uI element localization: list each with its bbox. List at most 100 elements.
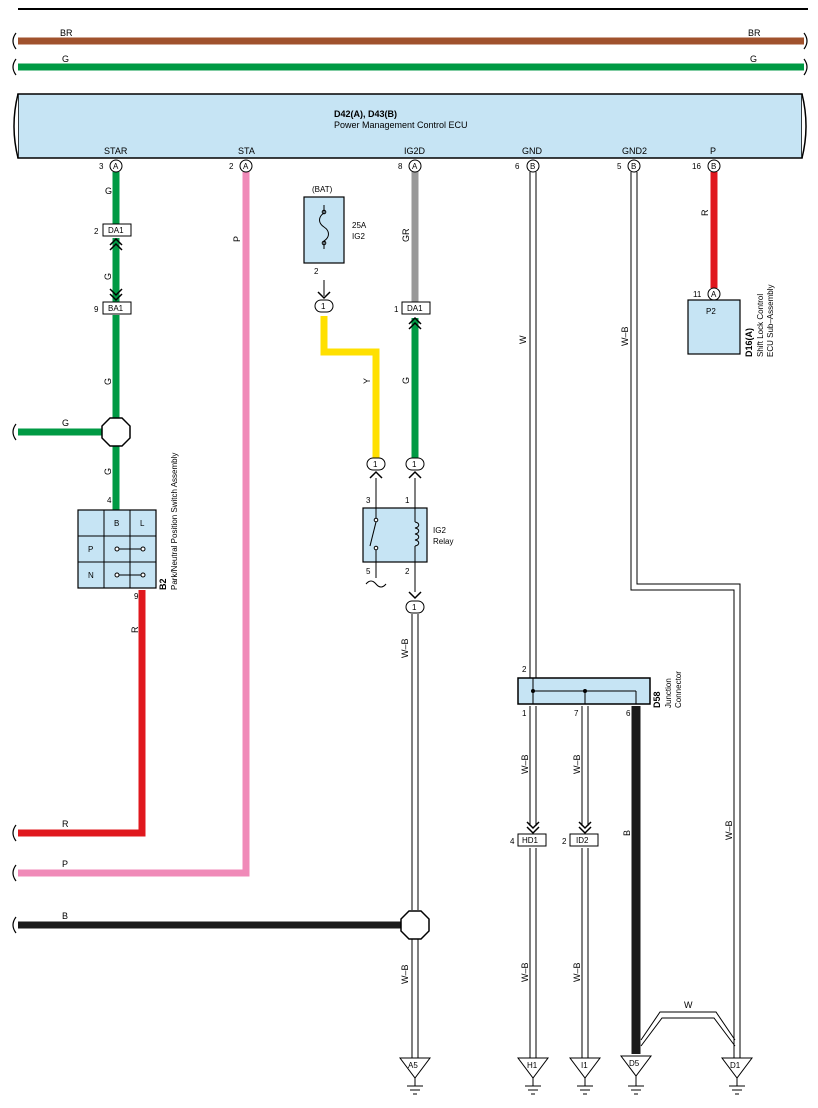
- pin-green-1: 1: [405, 457, 425, 508]
- bus-label-br-left: BR: [60, 28, 73, 38]
- svg-text:P2: P2: [706, 307, 716, 316]
- wire-black-b: B: [12, 911, 402, 934]
- svg-text:3: 3: [366, 496, 371, 505]
- switch-name: Park/Neutral Position Switch Assembly: [170, 453, 179, 590]
- wire-label-g-2: G: [103, 273, 113, 280]
- wire-star-green: G G G G: [103, 172, 120, 510]
- pin-wb-1: 1: [405, 591, 425, 614]
- svg-text:11: 11: [693, 290, 702, 299]
- svg-text:D1: D1: [730, 1061, 741, 1070]
- pin-label-ig2d: IG2D: [404, 146, 426, 156]
- svg-text:1: 1: [373, 460, 378, 469]
- svg-text:4: 4: [510, 837, 515, 846]
- bus-label-g-left: G: [62, 54, 69, 64]
- wire-label-wb-j1: W–B: [520, 754, 530, 774]
- wire-label-g-3: G: [103, 378, 113, 385]
- svg-text:IG2: IG2: [352, 232, 365, 241]
- splice-black: [400, 910, 430, 940]
- pin-label-gnd: GND: [522, 146, 543, 156]
- svg-text:2: 2: [94, 227, 99, 236]
- wire-label-y: Y: [362, 378, 372, 384]
- svg-text:I1: I1: [581, 1061, 588, 1070]
- svg-text:D5: D5: [629, 1059, 640, 1068]
- svg-text:5: 5: [366, 567, 371, 576]
- wire-label-r-p: R: [700, 209, 710, 216]
- wire-label-g-1: G: [105, 186, 112, 196]
- svg-text:B: B: [711, 162, 716, 171]
- wire-label-wb-2: W–B: [400, 964, 410, 984]
- shift-ecu-name-2: ECU Sub–Assembly: [766, 285, 775, 357]
- svg-text:25A: 25A: [352, 221, 367, 230]
- svg-text:HD1: HD1: [522, 836, 539, 845]
- svg-text:1: 1: [412, 603, 417, 612]
- svg-text:A: A: [711, 290, 717, 299]
- left-wire-label-p: P: [62, 859, 68, 869]
- connector-da1-ig2d: 1 DA1: [394, 301, 431, 315]
- svg-text:1: 1: [405, 496, 410, 505]
- junction-d58: 2 1 7 6 D58 Junction Connector: [517, 665, 683, 718]
- wire-label-wb-1: W–B: [400, 638, 410, 658]
- svg-text:IG2: IG2: [433, 526, 446, 535]
- svg-text:A: A: [113, 162, 119, 171]
- left-wire-label-b: B: [62, 911, 68, 921]
- svg-text:A: A: [412, 162, 418, 171]
- wire-label-w: W: [518, 335, 528, 344]
- wire-label-p: P: [232, 236, 242, 242]
- svg-text:1: 1: [321, 302, 326, 311]
- wire-sta-pink: P P: [12, 172, 250, 882]
- svg-text:6: 6: [626, 709, 631, 718]
- wire-junction-1: W–B W–B: [520, 706, 537, 1058]
- ecu-code: D42(A), D43(B): [334, 109, 397, 119]
- shift-lock-ecu: 11 A P2 D16(A) Shift Lock Control ECU Su…: [687, 285, 775, 357]
- svg-text:2: 2: [562, 837, 567, 846]
- junction-name-2: Connector: [674, 671, 683, 708]
- ecu-pin-gnd: 6 B: [515, 159, 540, 173]
- ground-d5: D5: [620, 1055, 652, 1095]
- wire-label-gr: GR: [401, 228, 411, 242]
- svg-text:2: 2: [229, 162, 234, 171]
- wire-junction-6: B: [622, 706, 641, 1054]
- connector-da1-star: 2 DA1: [94, 223, 132, 237]
- svg-text:4: 4: [107, 496, 112, 505]
- wire-label-wb-j7b: W–B: [572, 962, 582, 982]
- svg-text:DA1: DA1: [108, 226, 124, 235]
- ground-h1: H1: [517, 1057, 549, 1095]
- svg-text:DA1: DA1: [407, 304, 423, 313]
- wire-relay-wb: W–B W–B: [400, 572, 419, 1058]
- wire-w-cross: W: [640, 1000, 736, 1047]
- svg-text:P: P: [88, 545, 93, 554]
- svg-text:2: 2: [522, 665, 527, 674]
- pin-yellow-1: 1: [366, 457, 386, 508]
- ecu-pin-star: 3 A: [99, 159, 123, 173]
- svg-text:1: 1: [412, 460, 417, 469]
- svg-text:A: A: [243, 162, 249, 171]
- wire-label-wb-gnd2: W–B: [620, 326, 630, 346]
- ecu-pin-p: 16 B: [692, 159, 721, 173]
- left-wire-label-r: R: [62, 819, 69, 829]
- bus-label-g-right: G: [750, 54, 757, 64]
- bus-label-br-right: BR: [748, 28, 761, 38]
- svg-text:H1: H1: [527, 1061, 538, 1070]
- svg-text:N: N: [88, 571, 94, 580]
- svg-text:2: 2: [405, 567, 410, 576]
- wire-label-wb-j7: W–B: [572, 754, 582, 774]
- connector-id2: 2 ID2: [562, 833, 599, 847]
- splice-green: [101, 417, 131, 447]
- svg-text:2: 2: [314, 267, 319, 276]
- shift-ecu-code: D16(A): [744, 328, 754, 357]
- svg-text:16: 16: [692, 162, 701, 171]
- wire-label-r-b2: R: [130, 626, 140, 633]
- svg-text:1: 1: [522, 709, 527, 718]
- svg-text:(BAT): (BAT): [312, 185, 333, 194]
- wire-label-g-ig2d: G: [401, 377, 411, 384]
- svg-text:9: 9: [134, 592, 139, 601]
- wire-label-w-cross: W: [684, 1000, 693, 1010]
- wire-ig2d-gray: GR: [401, 172, 419, 302]
- svg-text:ID2: ID2: [576, 836, 589, 845]
- pin-label-star: STAR: [104, 146, 128, 156]
- svg-text:5: 5: [617, 162, 622, 171]
- connector-ba1: 9 BA1: [94, 301, 132, 315]
- svg-text:Relay: Relay: [433, 537, 453, 546]
- svg-text:A5: A5: [408, 1061, 418, 1070]
- svg-text:8: 8: [398, 162, 403, 171]
